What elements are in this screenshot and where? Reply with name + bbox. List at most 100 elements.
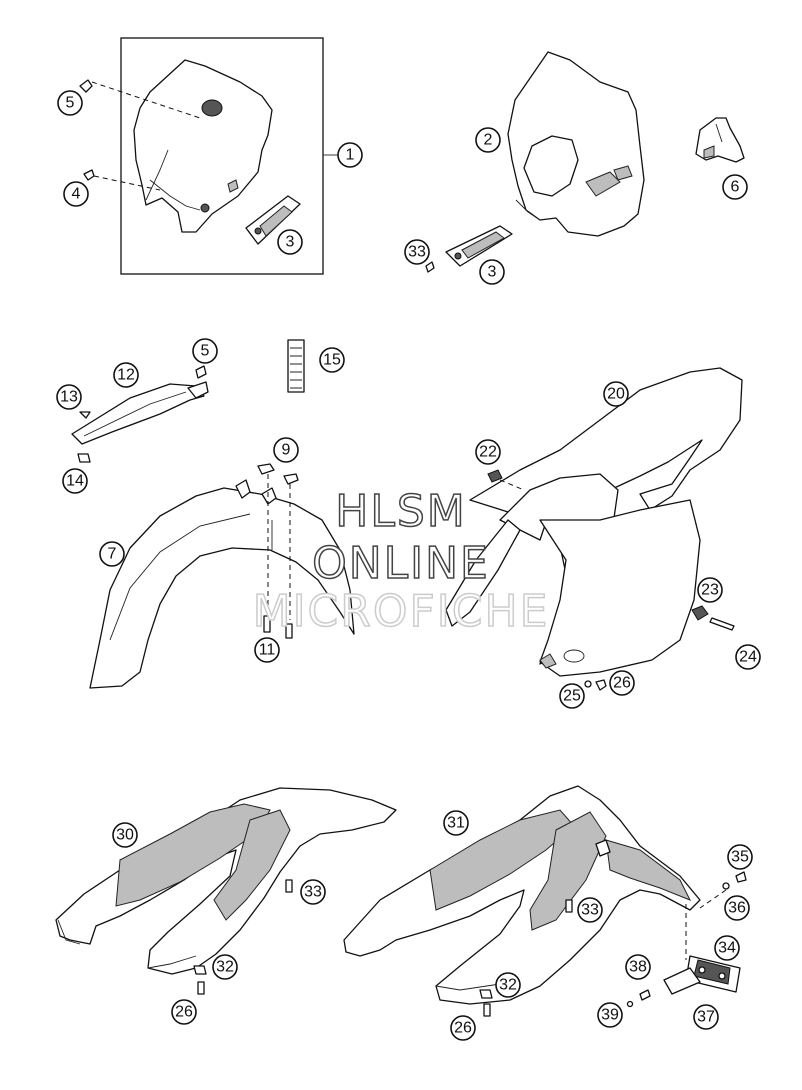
nut-9: [257, 463, 299, 485]
screw-5-mid: [195, 365, 207, 379]
callout-20: 20: [603, 381, 629, 407]
callout-5-top: 5: [57, 90, 83, 116]
callout-11: 11: [254, 637, 280, 663]
callout-9: 9: [273, 437, 299, 463]
svg-text:33: 33: [304, 884, 322, 901]
svg-text:38: 38: [629, 959, 647, 976]
screw-11: [263, 615, 293, 639]
callout-3-b: 3: [479, 259, 505, 285]
svg-text:4: 4: [72, 186, 81, 203]
callout-7: 7: [99, 541, 125, 567]
svg-text:1: 1: [346, 147, 355, 164]
callout-34: 34: [714, 935, 740, 961]
screw-33-top: [425, 261, 435, 273]
screw-33-left: [285, 879, 293, 893]
svg-text:2: 2: [484, 132, 493, 149]
svg-text:22: 22: [479, 444, 497, 461]
svg-text:30: 30: [116, 827, 134, 844]
callout-3-a: 3: [277, 229, 303, 255]
callout-32-right: 32: [495, 972, 521, 998]
svg-text:15: 15: [323, 352, 341, 369]
callout-39: 39: [597, 1002, 623, 1028]
callout-36: 36: [724, 895, 750, 921]
svg-text:20: 20: [607, 386, 625, 403]
screw-33-right: [565, 899, 573, 913]
washer-39: [626, 1000, 634, 1008]
svg-text:32: 32: [216, 959, 234, 976]
callout-30: 30: [112, 822, 138, 848]
callout-24: 24: [735, 644, 761, 670]
svg-text:3: 3: [286, 234, 295, 251]
svg-text:37: 37: [697, 1009, 715, 1026]
nut-22: [487, 469, 503, 483]
svg-text:23: 23: [701, 582, 719, 599]
svg-text:5: 5: [66, 95, 75, 112]
washer-25: [584, 680, 592, 688]
svg-text:33: 33: [581, 902, 599, 919]
nut-32-left: [193, 965, 207, 975]
number-plate-insert-b: [445, 225, 513, 267]
callout-37: 37: [693, 1004, 719, 1030]
screw-26-left: [197, 981, 205, 995]
watermark-line-3: MICROFICHE: [252, 585, 550, 638]
grommet-23: [691, 605, 709, 621]
svg-text:24: 24: [739, 649, 757, 666]
watermark-line-1: HLSM: [335, 485, 467, 538]
svg-text:7: 7: [108, 546, 117, 563]
callout-13: 13: [56, 384, 82, 410]
screw-26-mid: [595, 679, 607, 691]
svg-text:5: 5: [201, 343, 210, 360]
svg-text:34: 34: [718, 940, 736, 957]
screw-26-right: [483, 1003, 491, 1017]
screw-35: [735, 871, 747, 883]
screw-13: [79, 411, 91, 419]
callout-38: 38: [625, 954, 651, 980]
screw-38: [639, 989, 651, 1001]
svg-text:11: 11: [259, 642, 276, 659]
svg-text:36: 36: [728, 900, 746, 917]
bracket-37-part: [663, 967, 701, 995]
side-panel-31-part: [343, 785, 701, 1005]
clamp-part: [695, 117, 745, 163]
headlight-mask-alt-part: [507, 51, 645, 237]
callout-22: 22: [475, 439, 501, 465]
callout-26-left: 26: [171, 999, 197, 1025]
svg-text:26: 26: [175, 1004, 193, 1021]
svg-text:31: 31: [447, 815, 465, 832]
callout-33-right: 33: [577, 897, 603, 923]
callout-32-left: 32: [212, 954, 238, 980]
callout-15: 15: [319, 347, 345, 373]
assembly-frame: [120, 37, 324, 275]
callout-6: 6: [722, 174, 748, 200]
svg-text:25: 25: [563, 688, 581, 705]
screw-5-top: [79, 79, 93, 93]
svg-text:35: 35: [731, 849, 749, 866]
svg-text:12: 12: [117, 367, 135, 384]
callout-23: 23: [697, 577, 723, 603]
rear-fender-part: [445, 367, 743, 677]
svg-text:26: 26: [454, 1020, 472, 1037]
svg-text:13: 13: [60, 389, 78, 406]
svg-text:33: 33: [408, 244, 426, 261]
callout-35: 35: [727, 844, 753, 870]
callout-1: 1: [337, 142, 363, 168]
headlight-mask-part: [133, 59, 273, 233]
svg-text:39: 39: [601, 1007, 619, 1024]
washer-36: [722, 882, 730, 890]
filter-15-part: [287, 339, 305, 393]
svg-text:6: 6: [731, 179, 740, 196]
svg-text:32: 32: [499, 977, 517, 994]
callout-26-mid: 26: [609, 670, 635, 696]
callout-4: 4: [63, 181, 89, 207]
spoiler-12-part: [71, 381, 209, 445]
watermark-line-2: ONLINE: [311, 537, 490, 590]
side-panel-30-part: [55, 787, 397, 975]
callout-5-mid: 5: [192, 338, 218, 364]
callout-33-left: 33: [300, 879, 326, 905]
svg-text:14: 14: [66, 473, 84, 490]
screw-4: [83, 169, 95, 181]
callout-2: 2: [475, 127, 501, 153]
nut-32-right: [479, 989, 493, 999]
svg-text:26: 26: [613, 675, 631, 692]
